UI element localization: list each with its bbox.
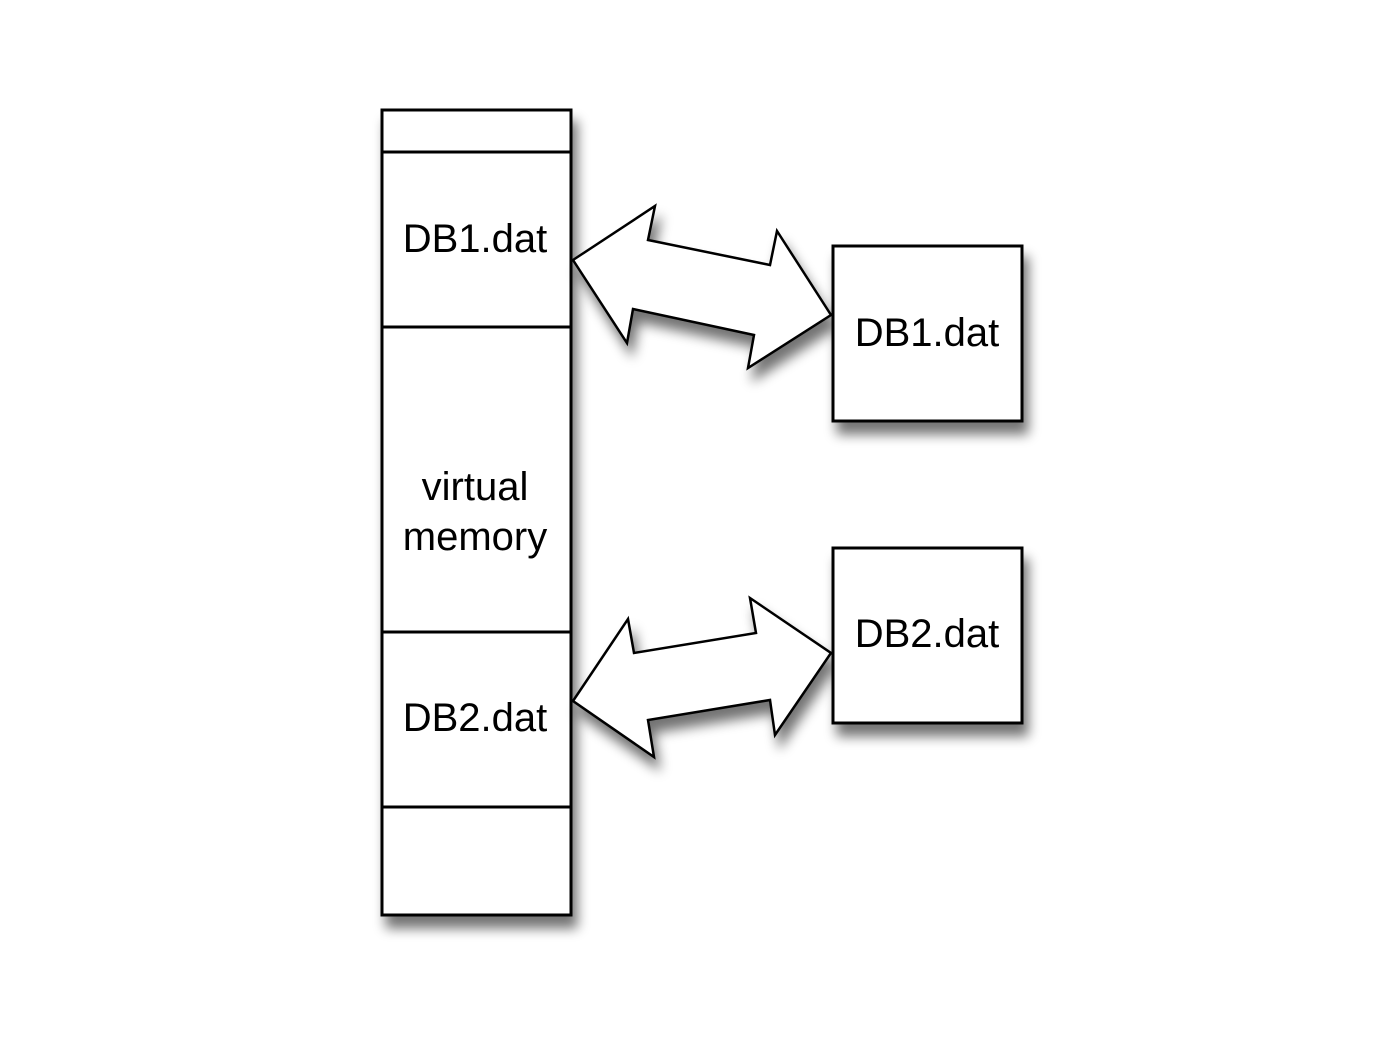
memory-column: DB1.dat virtual memory DB2.dat: [380, 108, 573, 917]
file-db2-label: DB2.dat: [855, 612, 1000, 656]
memory-virtual-label-line1: virtual: [422, 465, 529, 509]
file-db2-box: [831, 546, 1024, 725]
memory-virtual-label-line2: memory: [403, 515, 547, 559]
file-db1-label: DB1.dat: [855, 311, 1000, 355]
memory-segment-virtual: [380, 325, 573, 634]
db1-mapping-arrow: [571, 203, 833, 371]
memory-segment-bottom: [380, 805, 573, 917]
file-db1-box: [831, 244, 1024, 423]
file-db2: DB2.dat: [831, 546, 1024, 725]
memory-segment-db2: [380, 630, 573, 809]
memory-segment-top: [380, 108, 573, 154]
memory-segment-db1: [380, 150, 573, 329]
file-db1: DB1.dat: [831, 244, 1024, 423]
memory-db2-label: DB2.dat: [403, 696, 548, 740]
memory-db1-label: DB1.dat: [403, 217, 548, 261]
db2-mapping-arrow: [571, 595, 833, 760]
